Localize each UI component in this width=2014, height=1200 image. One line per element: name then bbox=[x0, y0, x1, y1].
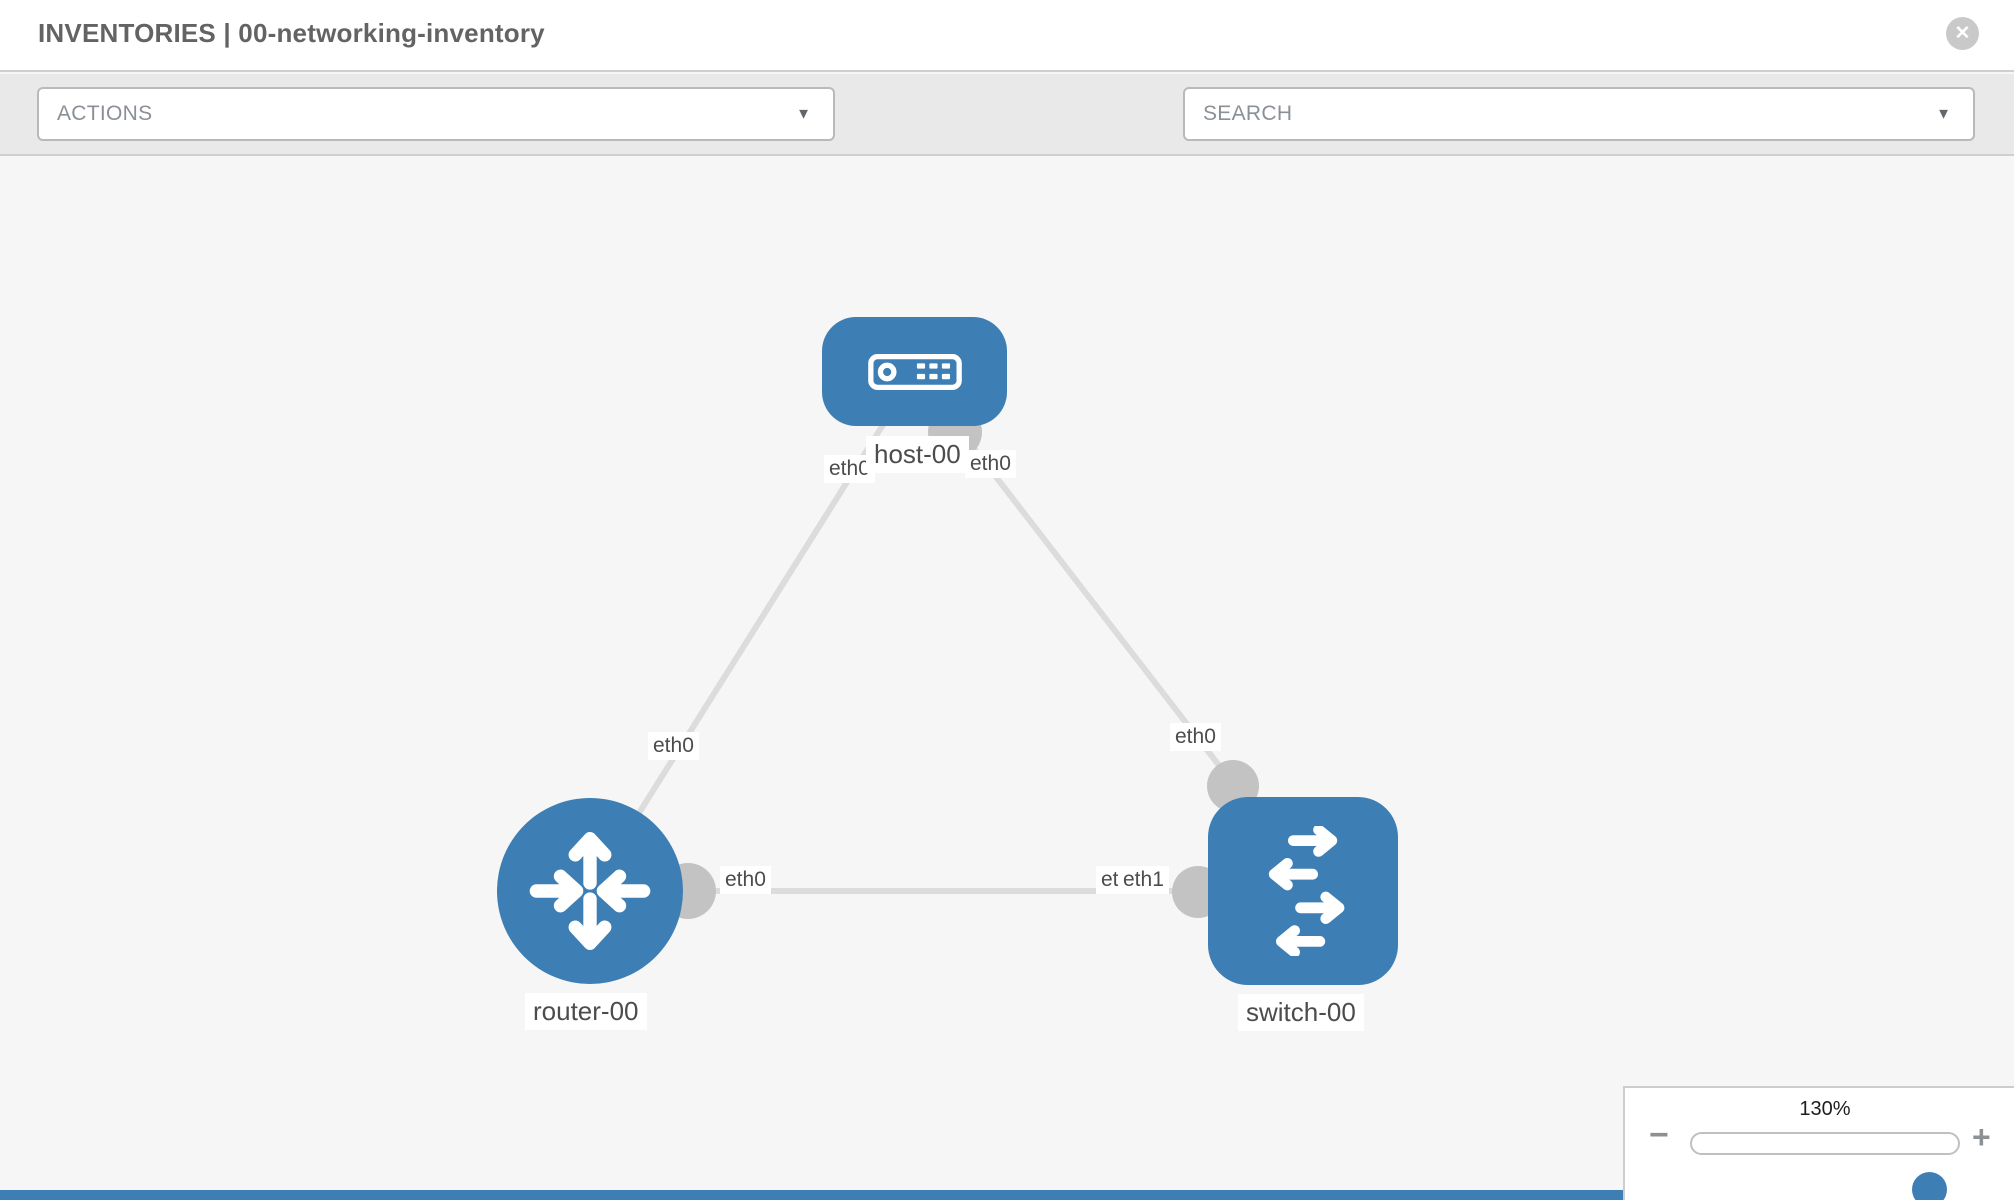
chevron-down-icon: ▼ bbox=[1936, 105, 1951, 123]
zoom-in-button[interactable]: + bbox=[1972, 1119, 1991, 1155]
interface-label: eth0 bbox=[720, 866, 771, 894]
router-icon bbox=[529, 832, 651, 950]
actions-dropdown-label: ACTIONS bbox=[57, 102, 153, 125]
topology-canvas[interactable]: eth0 eth0 eth0 eth0 eth0 eth0 eth1 host-… bbox=[0, 156, 2014, 1200]
bottom-accent-bar bbox=[0, 1190, 1623, 1200]
chevron-down-icon: ▼ bbox=[796, 105, 811, 123]
page-title: INVENTORIES | 00-networking-inventory bbox=[38, 18, 545, 48]
close-button[interactable]: ✕ bbox=[1946, 17, 1979, 50]
zoom-level: 130% bbox=[1799, 1098, 1851, 1120]
header: INVENTORIES | 00-networking-inventory ✕ bbox=[0, 0, 2014, 72]
interface-label: eth0 bbox=[1170, 723, 1221, 751]
search-dropdown[interactable]: SEARCH ▼ bbox=[1183, 87, 1975, 141]
actions-dropdown[interactable]: ACTIONS ▼ bbox=[37, 87, 835, 141]
interface-label: eth1 bbox=[1118, 866, 1169, 894]
interface-label: eth0 bbox=[965, 450, 1016, 478]
node-host-00[interactable] bbox=[822, 317, 1007, 426]
interface-label: eth0 bbox=[648, 732, 699, 760]
node-label-switch-00: switch-00 bbox=[1238, 994, 1364, 1031]
node-label-host-00: host-00 bbox=[866, 436, 969, 473]
toolbar: ACTIONS ▼ SEARCH ▼ bbox=[0, 74, 2014, 203]
host-icon bbox=[867, 353, 962, 390]
links-layer bbox=[587, 405, 1259, 919]
switch-icon bbox=[1268, 826, 1345, 956]
zoom-slider[interactable] bbox=[1690, 1132, 1960, 1200]
zoom-slider-handle[interactable] bbox=[1912, 1172, 1947, 1200]
search-dropdown-label: SEARCH bbox=[1203, 102, 1293, 125]
zoom-out-button[interactable]: − bbox=[1649, 1116, 1669, 1154]
node-router-00[interactable] bbox=[497, 798, 683, 984]
node-label-router-00: router-00 bbox=[525, 993, 647, 1030]
close-icon: ✕ bbox=[1954, 23, 1971, 44]
zoom-panel: 130% − + bbox=[1623, 1086, 2014, 1200]
node-switch-00[interactable] bbox=[1208, 797, 1398, 985]
